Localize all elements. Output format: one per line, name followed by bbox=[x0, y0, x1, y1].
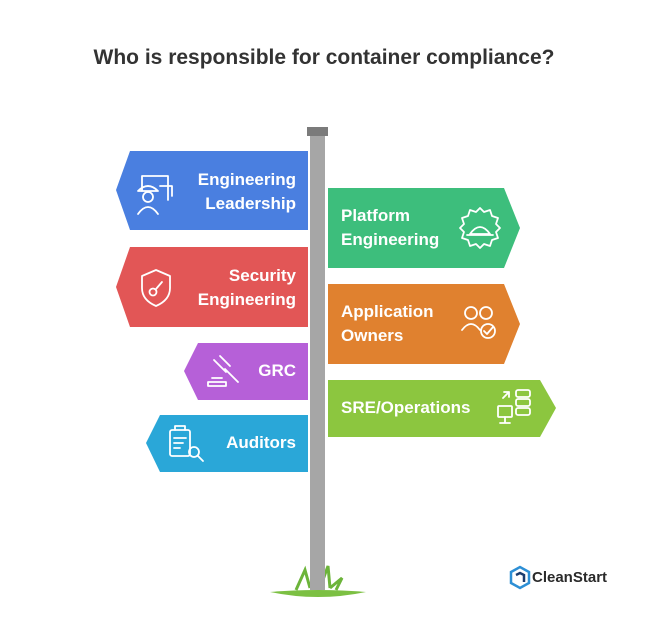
label-sre-operations: SRE/Operations bbox=[341, 398, 471, 417]
shield-icon bbox=[141, 269, 171, 307]
sign-engineering-leadership bbox=[116, 151, 308, 230]
users-check-icon bbox=[461, 306, 496, 339]
sign-platform-engineering bbox=[328, 188, 520, 268]
label-grc: GRC bbox=[258, 361, 296, 380]
brand-name: CleanStart bbox=[532, 569, 608, 586]
sign-application-owners bbox=[328, 284, 520, 364]
signpost-cap bbox=[307, 127, 328, 136]
server-monitor-icon bbox=[497, 389, 531, 424]
gavel-icon bbox=[207, 355, 239, 387]
clipboard-search-icon bbox=[169, 425, 204, 462]
label-application-owners: Application Owners bbox=[341, 302, 434, 345]
ground-grass bbox=[270, 590, 366, 597]
label-engineering-leadership: Engineering Leadership bbox=[197, 170, 296, 213]
label-auditors: Auditors bbox=[226, 433, 296, 452]
sign-sre-operations bbox=[328, 380, 556, 437]
gear-helmet-icon bbox=[459, 207, 501, 249]
label-platform-engineering: Platform Engineering bbox=[341, 206, 440, 249]
signpost-pole bbox=[310, 135, 325, 590]
sign-security-engineering bbox=[116, 247, 308, 327]
engineer-icon bbox=[137, 175, 173, 215]
cleanstart-logo-icon bbox=[509, 565, 531, 590]
label-security-engineering: Security Engineering bbox=[197, 266, 296, 309]
page-title: Who is responsible for container complia… bbox=[93, 46, 555, 69]
